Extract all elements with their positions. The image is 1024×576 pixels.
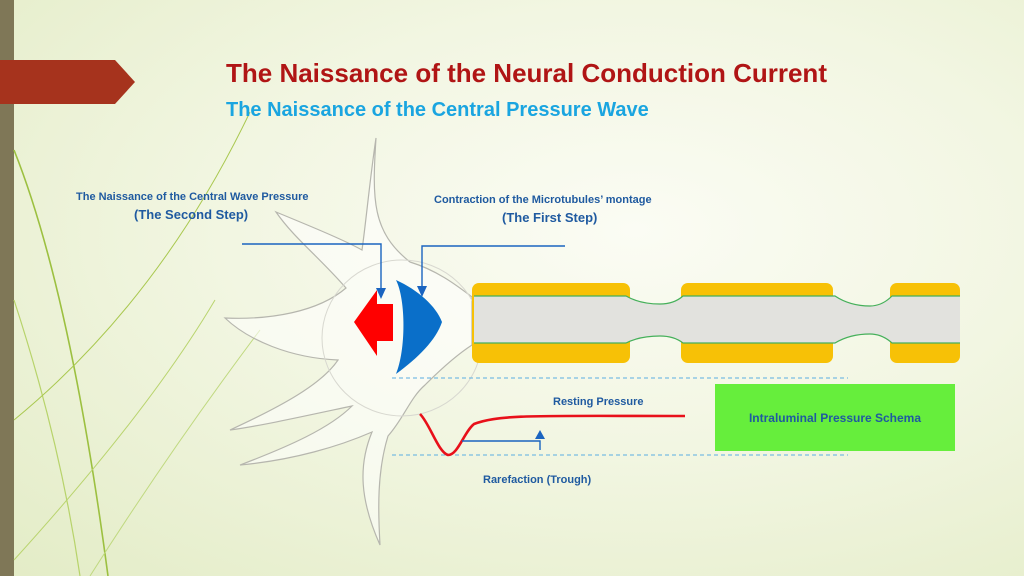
second-step-leader — [242, 243, 382, 290]
second-step-label: (The Second Step) — [134, 207, 249, 222]
slide-subtitle: The Naissance of the Central Pressure Wa… — [226, 99, 649, 121]
first-step-label: (The First Step) — [502, 210, 598, 225]
schema-label: Intraluminal Pressure Schema — [748, 410, 922, 425]
axon-boundary-top — [474, 295, 960, 307]
first-step-caption: Contraction of the Microtubules’ montage — [434, 194, 652, 206]
second-step-arrowhead — [376, 288, 386, 299]
axon-core — [474, 296, 960, 343]
neuron-cell-body — [223, 137, 473, 546]
pressure-wave-curve — [419, 413, 686, 457]
left-accent-bar — [0, 0, 14, 576]
rarefaction-pointer-arrowhead — [535, 430, 545, 439]
red-pressure-arrow — [354, 290, 393, 356]
slide-title: The Naissance of the Neural Conduction C… — [226, 58, 827, 88]
first-step-arrowhead — [417, 286, 427, 297]
blue-contraction-lens — [396, 280, 442, 374]
axon-boundary-bottom — [474, 333, 960, 344]
accent-tab — [0, 60, 135, 104]
second-step-caption: The Naissance of the Central Wave Pressu… — [76, 191, 309, 203]
intraluminal-pressure-schema-box: Intraluminal Pressure Schema — [715, 384, 955, 451]
resting-pressure-label: Resting Pressure — [553, 396, 644, 408]
rarefaction-pointer — [462, 440, 541, 450]
rarefaction-label: Rarefaction (Trough) — [483, 474, 592, 486]
first-step-leader — [421, 245, 565, 288]
